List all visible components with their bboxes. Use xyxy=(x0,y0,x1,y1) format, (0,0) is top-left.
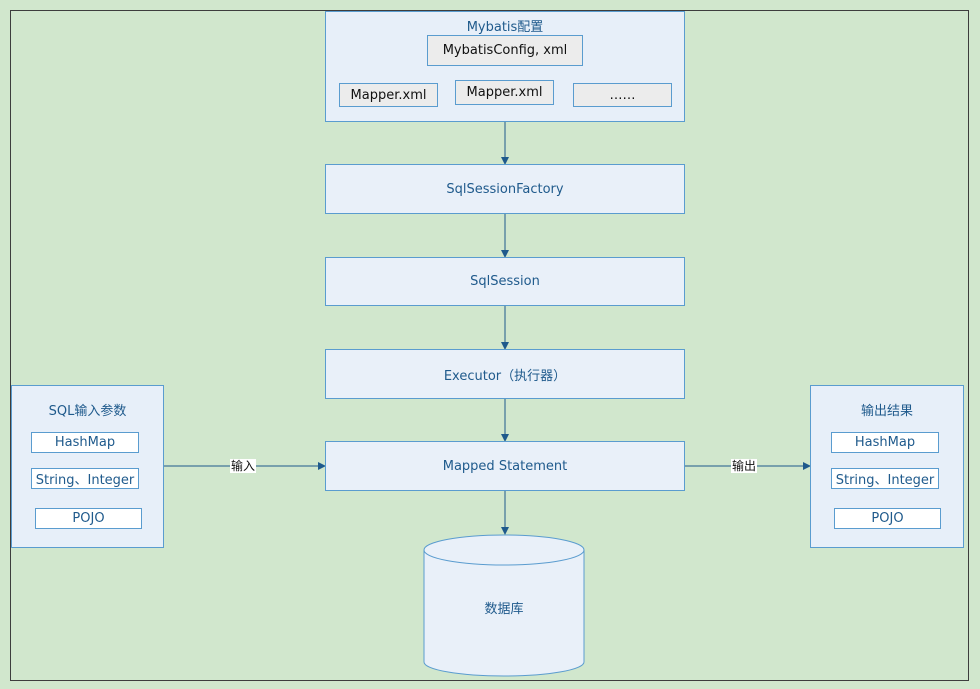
input-item-hashmap: HashMap xyxy=(31,432,139,453)
database-cylinder xyxy=(423,534,585,677)
executor-box: Executor（执行器） xyxy=(325,349,685,399)
database-label: 数据库 xyxy=(484,602,524,617)
input-edge-label: 输入 xyxy=(230,459,257,473)
diagram-frame xyxy=(10,10,969,681)
config-group-title: Mybatis配置 xyxy=(466,20,544,35)
mapper-file-2: Mapper.xml xyxy=(455,80,554,105)
output-item-string-integer: String、Integer xyxy=(831,468,939,489)
sqlsession-box: SqlSession xyxy=(325,257,685,306)
mapper-file-more: …… xyxy=(573,83,672,107)
output-item-pojo: POJO xyxy=(834,508,941,529)
input-group-title: SQL输入参数 xyxy=(48,404,127,419)
mapper-file-1: Mapper.xml xyxy=(339,83,438,107)
output-group-title: 输出结果 xyxy=(860,404,913,419)
mapped-statement-box: Mapped Statement xyxy=(325,441,685,491)
input-item-string-integer: String、Integer xyxy=(31,468,139,489)
output-item-hashmap: HashMap xyxy=(831,432,939,453)
output-edge-label: 输出 xyxy=(731,459,758,473)
mybatis-config-file: MybatisConfig, xml xyxy=(427,35,583,66)
input-item-pojo: POJO xyxy=(35,508,142,529)
sqlsessionfactory-box: SqlSessionFactory xyxy=(325,164,685,214)
